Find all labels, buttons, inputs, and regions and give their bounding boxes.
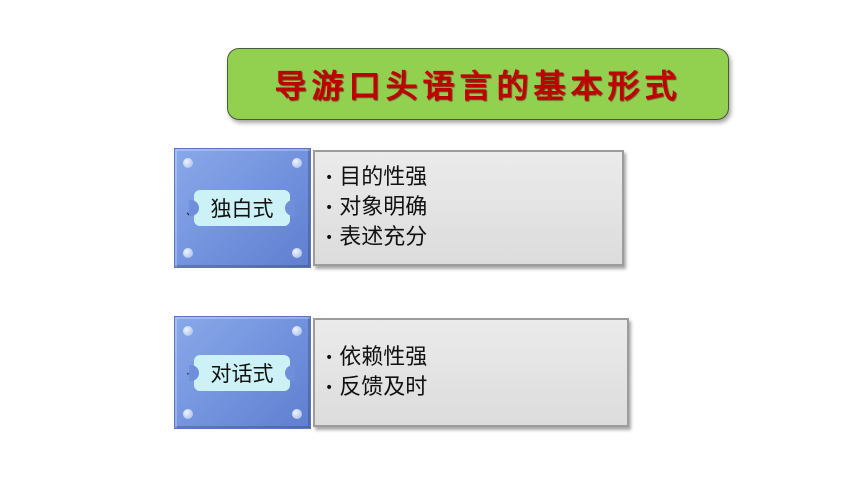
marker-glyph: · bbox=[186, 366, 190, 381]
form-card-monologue: 、 独白式 •目的性强 •对象明确 •表述充分 bbox=[174, 148, 624, 268]
bullet-icon: • bbox=[325, 379, 334, 396]
form-label: 对话式 bbox=[194, 354, 290, 391]
bullet-icon: • bbox=[325, 349, 334, 366]
bullet-icon: • bbox=[325, 230, 334, 246]
rivet-icon bbox=[292, 409, 302, 419]
label-frame: 、 独白式 bbox=[174, 148, 311, 268]
bullet-icon: • bbox=[325, 200, 334, 216]
rivet-icon bbox=[183, 158, 193, 168]
bullet-icon: • bbox=[325, 170, 334, 186]
form-label: 独白式 bbox=[194, 190, 290, 226]
title-banner: 导游口头语言的基本形式 bbox=[227, 48, 729, 120]
feature-item: •对象明确 bbox=[325, 195, 428, 220]
form-card-dialogue: · 对话式 •依赖性强 •反馈及时 bbox=[174, 316, 629, 429]
feature-item: •目的性强 bbox=[325, 165, 428, 190]
page-title: 导游口头语言的基本形式 bbox=[274, 67, 682, 105]
feature-list: •目的性强 •对象明确 •表述充分 bbox=[313, 150, 624, 266]
rivet-icon bbox=[183, 248, 193, 258]
feature-item: •表述充分 bbox=[325, 225, 428, 250]
rivet-icon bbox=[292, 326, 302, 336]
feature-item: •依赖性强 bbox=[325, 344, 428, 370]
rivet-icon bbox=[183, 409, 193, 419]
feature-list: •依赖性强 •反馈及时 bbox=[313, 318, 629, 427]
rivet-icon bbox=[292, 248, 302, 258]
feature-item: •反馈及时 bbox=[325, 374, 428, 400]
rivet-icon bbox=[292, 158, 302, 168]
rivet-icon bbox=[183, 326, 193, 336]
label-frame: · 对话式 bbox=[174, 316, 311, 429]
